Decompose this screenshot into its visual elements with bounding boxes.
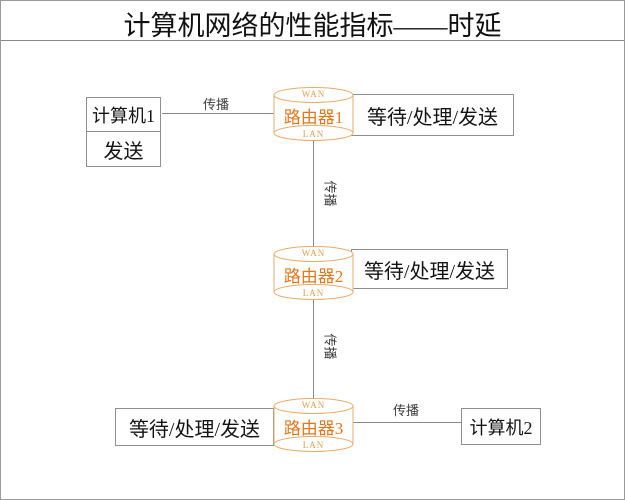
link-router1-router2 [313,131,314,257]
router3-node: WAN 路由器3 LAN [273,397,354,453]
cylinder-icon [273,398,354,452]
router1-wan-port: WAN [301,89,326,99]
link-router3-computer2 [353,422,461,423]
router2-wan-port: WAN [301,248,326,258]
link-computer1-router1 [162,113,274,114]
router1-process-box: 等待/处理/发送 [351,94,514,136]
propagation-label-mid1: 传播 [313,175,349,211]
propagation-label-mid1-text: 传播 [322,179,338,207]
propagation-label-mid2-text: 传播 [322,332,338,360]
router3-lan-port: LAN [302,440,325,450]
router3-process-box: 等待/处理/发送 [115,408,274,446]
router1-node: WAN 路由器1 LAN [273,86,354,142]
router1-name: 路由器1 [283,108,344,127]
router2-lan-port: LAN [302,288,325,298]
computer1-send-box: 发送 [86,131,161,167]
propagation-label-top: 传播 [202,97,229,112]
router3-wan-port: WAN [301,400,326,410]
propagation-label-bottom: 传播 [392,403,419,418]
router2-node: WAN 路由器2 LAN [273,245,354,301]
router1-lan-port: LAN [302,129,325,139]
title-divider [1,40,624,41]
computer2-box: 计算机2 [461,408,541,445]
page-title: 计算机网络的性能指标——时延 [123,11,502,41]
cylinder-icon [273,87,354,141]
router3-name: 路由器3 [283,419,344,438]
cylinder-icon [273,246,354,300]
link-router2-router3 [313,291,314,407]
propagation-label-mid2: 传播 [313,328,349,364]
computer1-box: 计算机1 [86,97,161,132]
router2-name: 路由器2 [283,267,344,286]
router2-process-box: 等待/处理/发送 [351,249,508,289]
